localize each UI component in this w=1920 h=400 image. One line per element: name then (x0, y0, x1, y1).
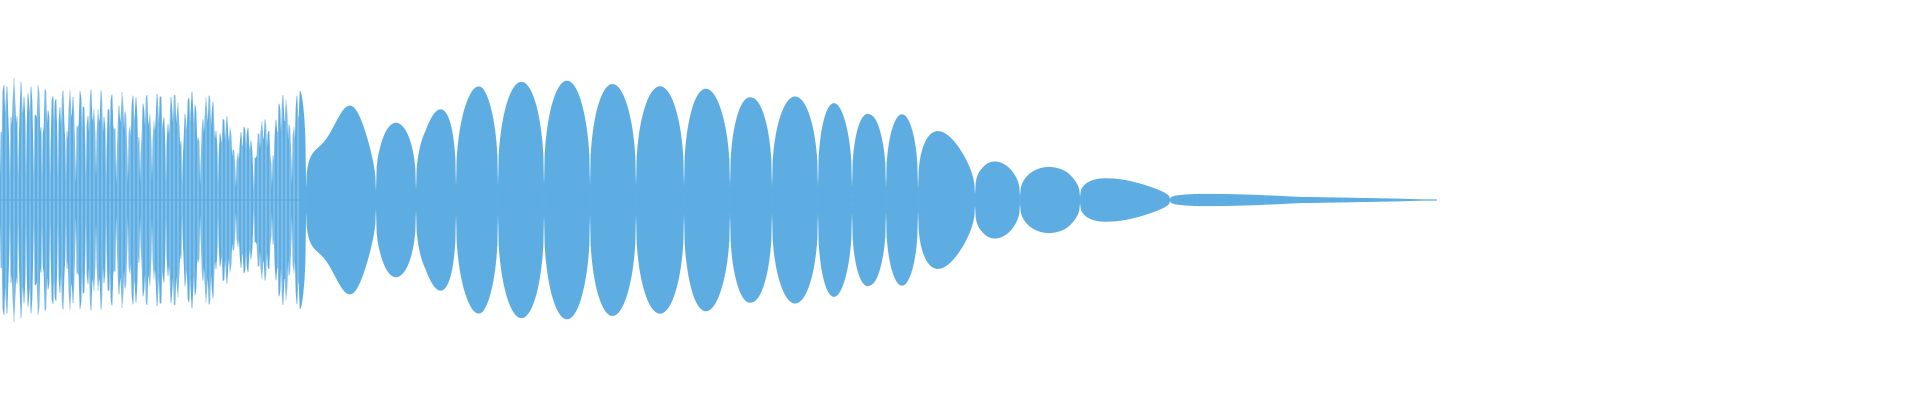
waveform-graphic (0, 78, 1438, 322)
audio-waveform (0, 78, 1438, 322)
